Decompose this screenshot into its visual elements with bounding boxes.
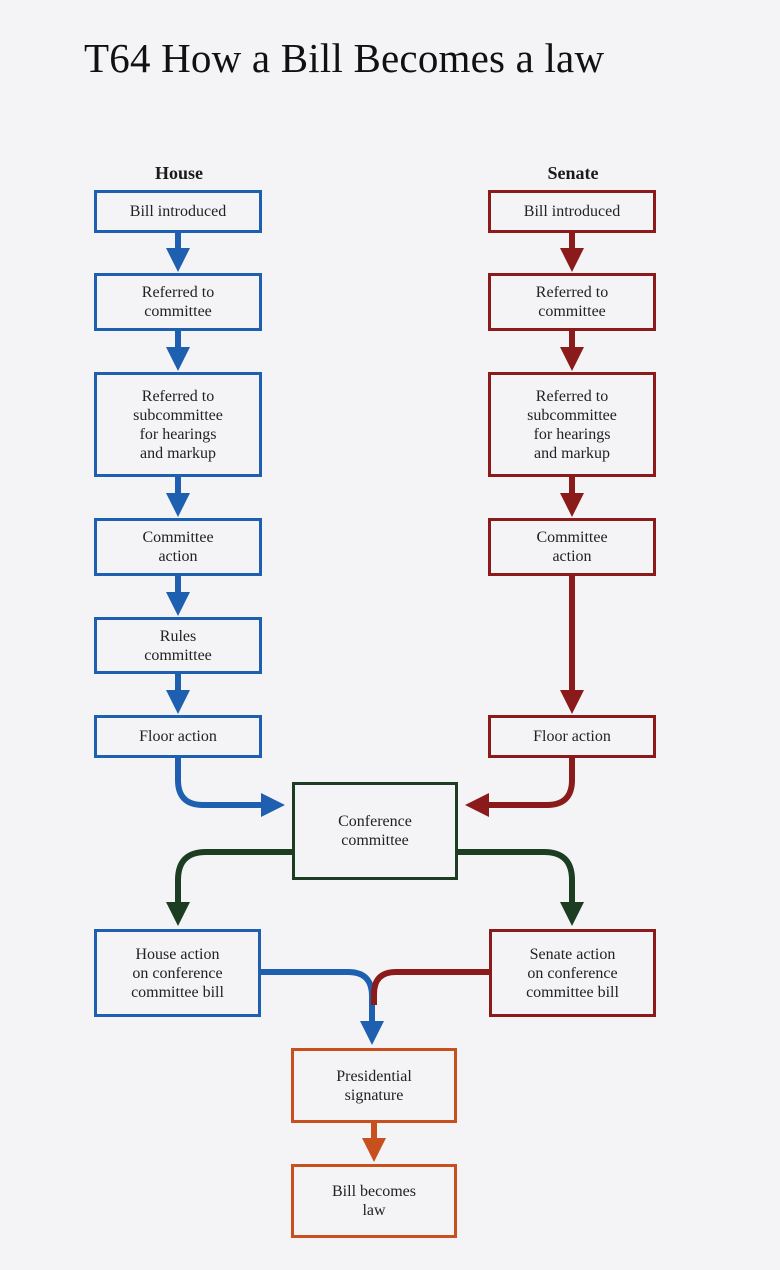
- house-referred-to-subcommittee: Referred to subcommittee for hearings an…: [94, 372, 262, 477]
- senate-referred-to-subcommittee: Referred to subcommittee for hearings an…: [488, 372, 656, 477]
- senate-to-conference-arrow: [465, 758, 575, 817]
- house-bill-introduced: Bill introduced: [94, 190, 262, 233]
- bill-becomes-law: Bill becomes law: [291, 1164, 457, 1238]
- senate-bill-introduced: Bill introduced: [488, 190, 656, 233]
- senate-action-to-president-arrow: [371, 969, 489, 1005]
- house-floor-action: Floor action: [94, 715, 262, 758]
- senate-column-header: Senate: [547, 163, 599, 183]
- senate-referred-to-committee: Referred to committee: [488, 273, 656, 331]
- house-referred-to-committee: Referred to committee: [94, 273, 262, 331]
- conference-to-house-arrow: [166, 849, 292, 926]
- conference-to-senate-arrow: [458, 849, 584, 926]
- house-to-conference-arrow: [175, 758, 285, 817]
- senate-floor-action: Floor action: [488, 715, 656, 758]
- presidential-signature: Presidential signature: [291, 1048, 457, 1123]
- house-committee-action: Committee action: [94, 518, 262, 576]
- conference-committee: Conference committee: [292, 782, 458, 880]
- house-action-on-conference-bill: House action on conference committee bil…: [94, 929, 261, 1017]
- house-column-header: House: [154, 163, 203, 183]
- page-title: T64 How a Bill Becomes a law: [84, 35, 605, 81]
- house-action-to-president-arrow: [261, 969, 384, 1045]
- senate-committee-action: Committee action: [488, 518, 656, 576]
- house-rules-committee: Rules committee: [94, 617, 262, 674]
- senate-action-on-conference-bill: Senate action on conference committee bi…: [489, 929, 656, 1017]
